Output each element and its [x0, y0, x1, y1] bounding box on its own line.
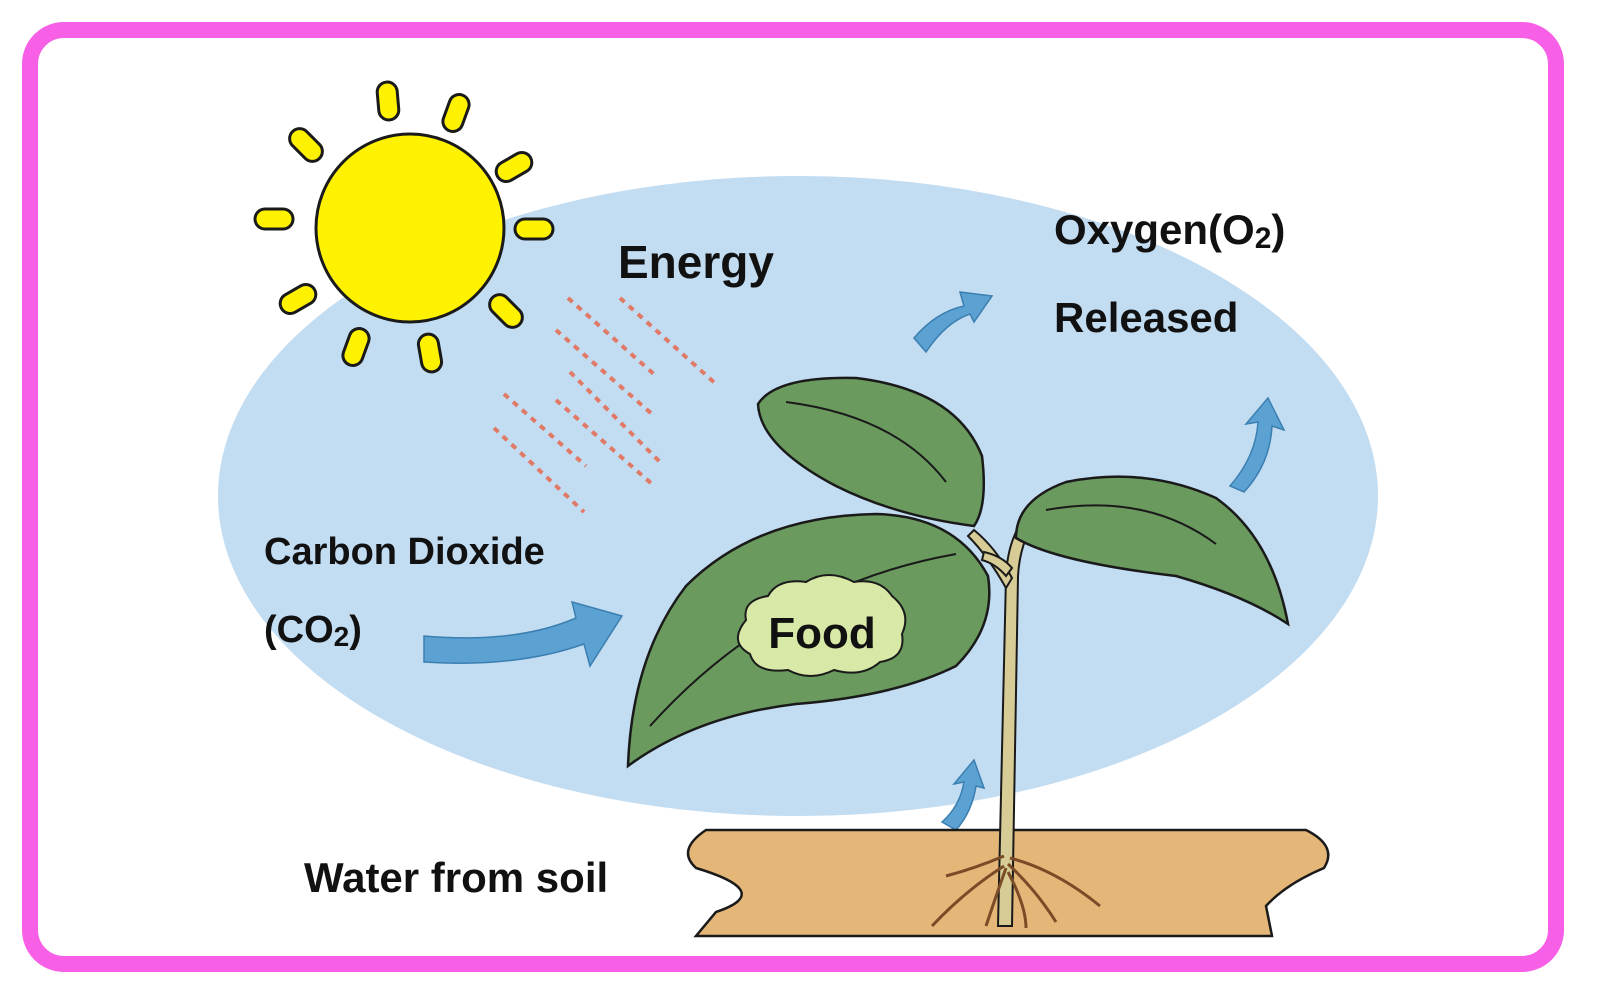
energy-label: Energy — [618, 236, 774, 288]
energy-rays — [492, 296, 718, 514]
food-cloud — [737, 574, 907, 677]
released-label: Released — [1054, 294, 1238, 341]
food-label: Food — [768, 609, 876, 658]
water-label: Water from soil — [304, 854, 608, 901]
diagram-frame: Food Energy Oxygen(O2) Released Carbon D… — [22, 22, 1564, 972]
oxygen-label: Oxygen(O2) — [1054, 206, 1285, 255]
sun-icon — [253, 80, 555, 374]
photosynthesis-diagram: Food Energy Oxygen(O2) Released Carbon D… — [218, 80, 1378, 938]
co2-label: (CO2) — [264, 609, 362, 652]
carbon-dioxide-label: Carbon Dioxide — [264, 531, 545, 573]
